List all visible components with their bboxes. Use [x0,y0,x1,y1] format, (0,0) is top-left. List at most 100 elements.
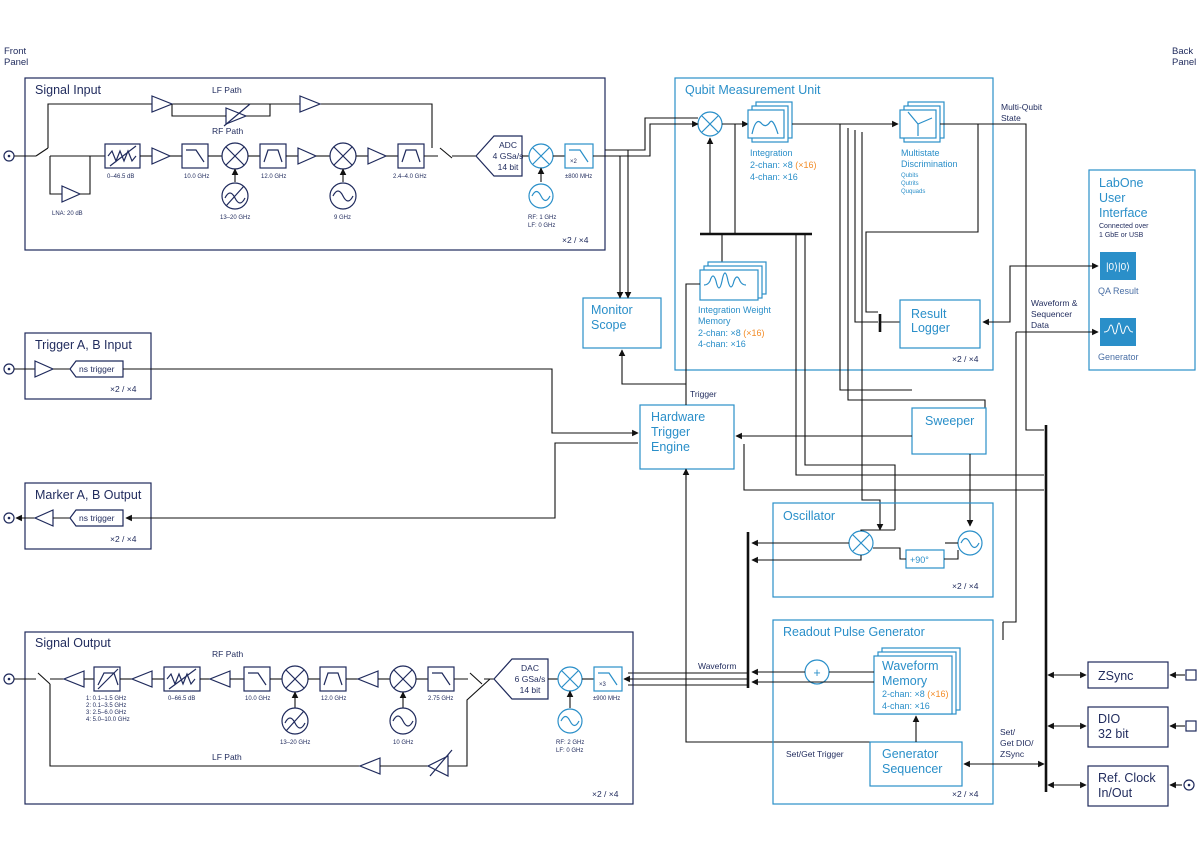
svg-text:0–66.5 dB: 0–66.5 dB [168,696,195,702]
mult-label: ×2 / ×4 [562,235,589,245]
lf-amp-icon [299,95,322,113]
rf-amp-icon [151,147,172,165]
svg-text:ADC: ADC [499,140,517,150]
front-panel-label: Front [4,46,27,57]
svg-text:Qubits: Qubits [901,173,918,179]
oscillator-block: Oscillator ×2 / ×4 +90° [751,502,994,598]
sweeper-box[interactable] [911,407,987,455]
svg-text:DAC: DAC [521,663,539,673]
svg-text:Scope: Scope [591,318,626,332]
zsync-box[interactable] [1087,661,1169,689]
svg-text:2-chan: ×8 (×16): 2-chan: ×8 (×16) [882,689,949,699]
svg-text:6 GSa/s: 6 GSa/s [515,674,546,684]
svg-text:QA Result: QA Result [1098,286,1139,296]
lna-icon [61,185,82,203]
svg-text:1: 0.1–1.5 GHz: 1: 0.1–1.5 GHz [86,696,126,702]
dio-box[interactable] [1087,706,1169,748]
svg-text:RF: 1 GHz: RF: 1 GHz [528,215,556,221]
waveform-memory-box[interactable] [873,655,953,715]
svg-text:×3: ×3 [599,682,607,688]
svg-text:User: User [1099,191,1125,205]
marker-output-block: Marker A, B Output ns trigger ×2 / ×4 [3,442,638,550]
svg-text:0–46.5 dB: 0–46.5 dB [107,174,134,180]
trigger-amp-icon [34,360,55,378]
svg-text:LF: 0 GHz: LF: 0 GHz [556,748,583,754]
bandpass-filter-icon [319,666,347,692]
svg-text:Memory: Memory [698,316,731,326]
svg-text:Sequencer: Sequencer [882,762,942,776]
svg-text:4-chan: ×16: 4-chan: ×16 [750,172,798,182]
svg-text:LNA: 20 dB: LNA: 20 dB [52,211,83,217]
svg-text:DIO: DIO [1098,712,1121,726]
svg-text:LabOne: LabOne [1099,176,1144,190]
svg-text:Sweeper: Sweeper [925,414,974,428]
back-panel-label: Back [1172,46,1193,57]
svg-text:12.0 GHz: 12.0 GHz [321,696,346,702]
svg-text:32 bit: 32 bit [1098,727,1129,741]
set-get-dio-label: Get DIO/ [1000,738,1034,748]
svg-text:2.75 GHz: 2.75 GHz [428,696,453,702]
svg-text:LF: 0 GHz: LF: 0 GHz [528,223,555,229]
svg-text:±800 MHz: ±800 MHz [565,174,592,180]
svg-text:×2 / ×4: ×2 / ×4 [952,789,979,799]
svg-text:Interface: Interface [1099,206,1148,220]
svg-text:2-chan: ×8 (×16): 2-chan: ×8 (×16) [698,328,765,338]
svg-text:+: + [813,666,820,680]
svg-text:4-chan: ×16: 4-chan: ×16 [882,701,930,711]
trigger-label: Trigger [690,389,717,399]
out-amp-icon [62,670,85,688]
waveform-sequencer-label: Data [1031,320,1049,330]
trigger-input-block: Trigger A, B Input ns trigger ×2 / ×4 [3,332,639,437]
svg-text:13–20 GHz: 13–20 GHz [220,215,250,221]
svg-text:10 GHz: 10 GHz [393,740,413,746]
svg-text:×2 / ×4: ×2 / ×4 [952,354,979,364]
signal-output-block: Signal Output RF Path LF Path ×2 / ×4 1:… [3,631,634,805]
svg-text:2-chan: ×8 (×16): 2-chan: ×8 (×16) [750,160,817,170]
svg-text:2: 0.1–3.5 GHz: 2: 0.1–3.5 GHz [86,703,126,709]
svg-text:Hardware: Hardware [651,410,705,424]
waveform-sequencer-label: Sequencer [1031,309,1072,319]
set-get-trigger-label: Set/Get Trigger [786,749,844,759]
svg-text:RF: 2 GHz: RF: 2 GHz [556,740,584,746]
svg-text:×2 / ×4: ×2 / ×4 [592,789,619,799]
monitor-scope-box[interactable] [582,297,662,349]
svg-text:×2 / ×4: ×2 / ×4 [110,534,137,544]
svg-text:Oscillator: Oscillator [783,509,835,523]
svg-text:ns trigger: ns trigger [79,513,115,523]
rf-amp-icon [367,147,388,165]
svg-text:3: 2.5–6.0 GHz: 3: 2.5–6.0 GHz [86,710,126,716]
out-amp-icon [356,670,379,688]
svg-text:Connected over: Connected over [1099,223,1149,230]
zsync-port-icon[interactable] [1185,669,1197,681]
qa-result-icon[interactable] [1100,252,1136,280]
lowpass-filter-icon [181,143,209,169]
lf-amp-icon [151,95,174,113]
svg-text:±900 MHz: ±900 MHz [593,696,620,702]
svg-text:Engine: Engine [651,440,690,454]
svg-text:LF Path: LF Path [212,752,242,762]
ref-clock-box[interactable] [1087,765,1169,807]
svg-text:Trigger A, B Input: Trigger A, B Input [35,338,132,352]
svg-text:Ququads: Ququads [901,189,925,195]
multi-qubit-state-label: State [1001,113,1021,123]
svg-text:Generator: Generator [882,747,938,761]
multi-qubit-state-label: Multi-Qubit [1001,102,1043,112]
marker-amp-icon [33,509,54,527]
result-logger-box[interactable] [899,299,981,349]
out-amp-icon [130,670,153,688]
set-get-dio-label: Set/ [1000,727,1016,737]
dio-port-icon[interactable] [1185,720,1197,732]
svg-text:Multistate: Multistate [901,148,940,158]
waveform-label: Waveform [698,661,736,671]
lf-amp-icon [358,757,381,775]
labone-block: LabOne User Interface Connected over 1 G… [1088,169,1196,371]
back-panel-label: Panel [1172,57,1196,68]
qmu-title: Qubit Measurement Unit [685,83,821,97]
set-get-dio-label: ZSync [1000,749,1025,759]
svg-text:Qutrits: Qutrits [901,181,919,187]
lowpass-filter-icon [243,666,271,692]
svg-text:Discrimination: Discrimination [901,159,958,169]
svg-text:12.0 GHz: 12.0 GHz [261,174,286,180]
svg-text:×2: ×2 [570,159,578,165]
